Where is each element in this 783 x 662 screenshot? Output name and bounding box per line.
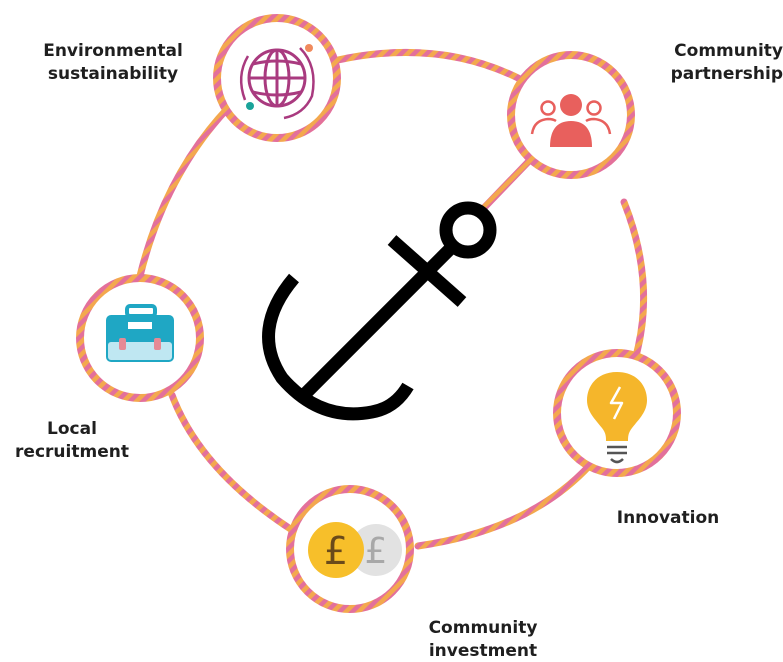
- rope-partnership-to-anchor: [476, 156, 534, 216]
- globe-icon: [239, 44, 315, 120]
- coin-front-symbol: £: [324, 529, 348, 573]
- people-icon: [530, 94, 612, 147]
- label-line: recruitment: [15, 442, 129, 462]
- rope-connectors: [136, 48, 648, 550]
- label-community-investment: Community investment: [398, 617, 568, 662]
- label-environmental-sustainability: Environmental sustainability: [18, 40, 208, 86]
- label-local-recruitment: Local recruitment: [2, 418, 142, 464]
- label-line: Community: [428, 618, 538, 638]
- label-line: investment: [428, 641, 538, 661]
- rope-partnership-to-innovation: [620, 198, 648, 356]
- rope-innovation-to-investment: [414, 461, 594, 550]
- lightbulb-icon: [587, 372, 647, 464]
- label-line: Environmental: [43, 41, 183, 61]
- pound-coins-icon: £ £: [308, 522, 402, 578]
- rope-recruitment-to-env: [136, 104, 232, 280]
- label-line: sustainability: [47, 64, 179, 84]
- label-line: Local: [47, 419, 97, 439]
- label-innovation: Innovation: [598, 507, 738, 530]
- label-community-partnership: Community partnership: [646, 40, 783, 86]
- rope-env-to-partnership: [334, 48, 526, 84]
- label-line: partnership: [670, 64, 783, 84]
- label-line: Community: [674, 41, 783, 61]
- briefcase-icon: [106, 304, 174, 362]
- label-line: Innovation: [616, 508, 720, 528]
- rope-investment-to-recruitment: [168, 391, 296, 534]
- coin-back-symbol: £: [365, 531, 388, 572]
- anchor-icon: [262, 201, 497, 421]
